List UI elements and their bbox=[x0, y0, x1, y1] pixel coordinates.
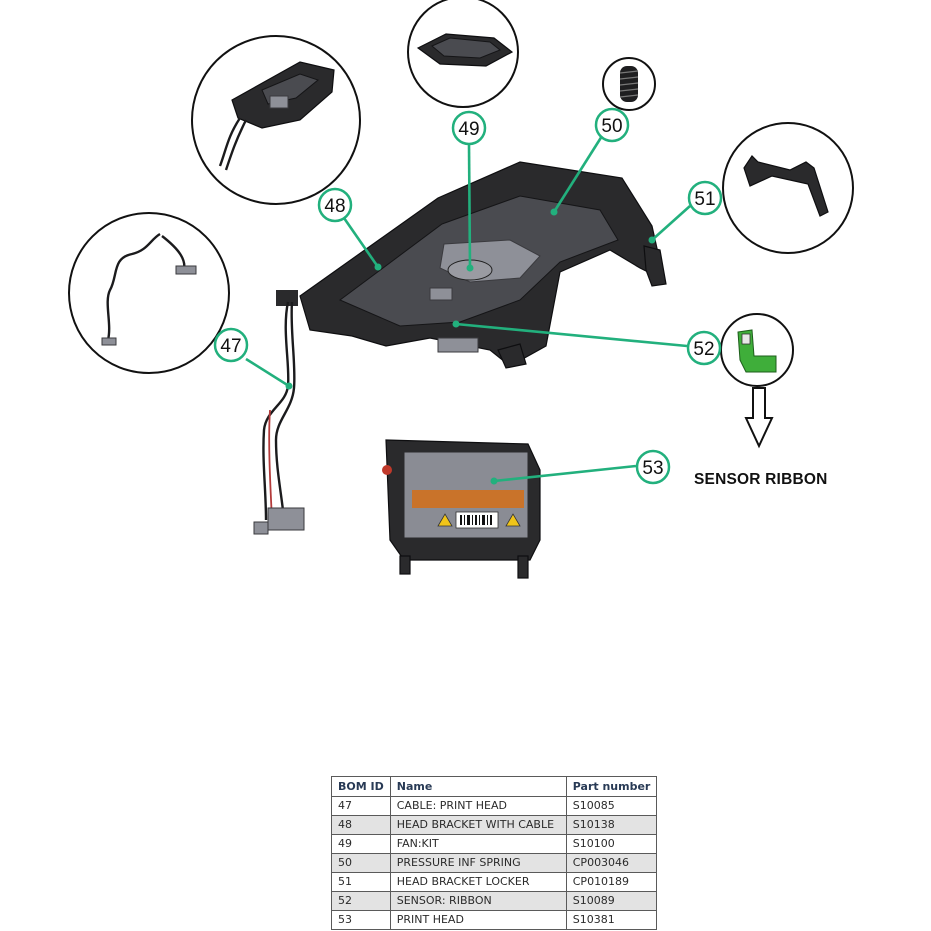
callout-53: 53 bbox=[635, 449, 671, 485]
spring-icon bbox=[619, 66, 639, 102]
header-part-number: Part number bbox=[565, 776, 658, 797]
print-head-cable bbox=[253, 290, 305, 535]
ribbon-sensor-icon bbox=[737, 329, 777, 373]
exploded-parts-diagram: 47 48 49 50 51 52 53 bbox=[68, 0, 854, 579]
callout-49: 49 bbox=[451, 110, 487, 146]
cell-bom-id: 49 bbox=[331, 834, 391, 854]
callout-label: 49 bbox=[458, 119, 479, 140]
sensor-ribbon-label: SENSOR RIBBON bbox=[694, 471, 828, 488]
table-row: 53 PRINT HEAD S10381 bbox=[331, 910, 658, 930]
callout-label: 48 bbox=[324, 196, 345, 217]
table-row: 48 HEAD BRACKET WITH CABLE S10138 bbox=[331, 815, 658, 835]
cell-part-number: CP003046 bbox=[565, 853, 658, 873]
leader-lines bbox=[245, 135, 691, 485]
callout-48: 48 bbox=[317, 187, 353, 223]
cell-part-number: S10085 bbox=[565, 796, 658, 816]
header-bom-id: BOM ID bbox=[331, 776, 391, 797]
detail-circle-head-bracket bbox=[191, 35, 361, 205]
cell-name: PRINT HEAD bbox=[389, 910, 567, 930]
callout-50: 50 bbox=[594, 107, 630, 143]
main-head-assembly bbox=[299, 161, 667, 369]
cell-name: PRESSURE INF SPRING bbox=[389, 853, 567, 873]
cell-part-number: S10138 bbox=[565, 815, 658, 835]
cell-bom-id: 47 bbox=[331, 796, 391, 816]
cell-bom-id: 52 bbox=[331, 891, 391, 911]
cell-part-number: S10100 bbox=[565, 834, 658, 854]
cell-bom-id: 53 bbox=[331, 910, 391, 930]
cell-part-number: CP010189 bbox=[565, 872, 658, 892]
callout-label: 53 bbox=[642, 458, 663, 479]
print-head bbox=[382, 439, 541, 579]
cell-name: SENSOR: RIBBON bbox=[389, 891, 567, 911]
callout-51: 51 bbox=[687, 180, 723, 216]
callout-label: 47 bbox=[220, 336, 241, 357]
table-row: 51 HEAD BRACKET LOCKER CP010189 bbox=[331, 872, 658, 892]
detail-circle-locker bbox=[722, 122, 854, 254]
callout-label: 50 bbox=[601, 116, 622, 137]
detail-circle-cable bbox=[68, 212, 230, 374]
detail-circle-fan bbox=[407, 0, 519, 108]
table-row: 49 FAN:KIT S10100 bbox=[331, 834, 658, 854]
callout-52: 52 bbox=[686, 330, 722, 366]
header-name: Name bbox=[389, 776, 567, 797]
table-row: 52 SENSOR: RIBBON S10089 bbox=[331, 891, 658, 911]
callout-label: 51 bbox=[694, 189, 715, 210]
cell-name: HEAD BRACKET WITH CABLE bbox=[389, 815, 567, 835]
warning-icon bbox=[437, 513, 521, 527]
detail-circle-spring bbox=[602, 57, 656, 111]
cell-part-number: S10089 bbox=[565, 891, 658, 911]
callout-47: 47 bbox=[213, 327, 249, 363]
cell-name: HEAD BRACKET LOCKER bbox=[389, 872, 567, 892]
cell-name: CABLE: PRINT HEAD bbox=[389, 796, 567, 816]
detail-circle-sensor bbox=[720, 313, 794, 387]
cell-name: FAN:KIT bbox=[389, 834, 567, 854]
down-arrow-icon bbox=[744, 387, 774, 449]
cell-part-number: S10381 bbox=[565, 910, 658, 930]
bom-table: BOM ID Name Part number 47 CABLE: PRINT … bbox=[331, 776, 658, 930]
callout-label: 52 bbox=[693, 339, 714, 360]
table-row: 50 PRESSURE INF SPRING CP003046 bbox=[331, 853, 658, 873]
cell-bom-id: 51 bbox=[331, 872, 391, 892]
cell-bom-id: 50 bbox=[331, 853, 391, 873]
table-header-row: BOM ID Name Part number bbox=[331, 776, 658, 797]
cell-bom-id: 48 bbox=[331, 815, 391, 835]
table-row: 47 CABLE: PRINT HEAD S10085 bbox=[331, 796, 658, 816]
barcode-icon bbox=[460, 515, 492, 525]
